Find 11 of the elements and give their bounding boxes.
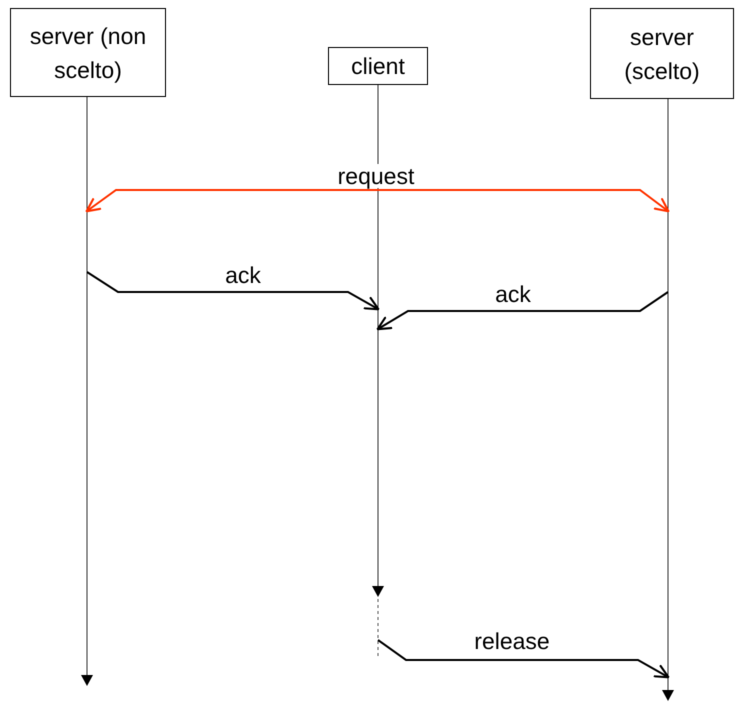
message-arrow bbox=[86, 271, 380, 310]
participant-label: client bbox=[351, 52, 405, 81]
message-arrow bbox=[85, 189, 378, 212]
participant-label: server (scelto) bbox=[623, 22, 701, 86]
message-arrow bbox=[376, 291, 669, 330]
participant-lifeline bbox=[590, 8, 734, 702]
message-arrow bbox=[378, 189, 670, 212]
message-arrow bbox=[377, 639, 670, 678]
participant-label: server (non scelto) bbox=[28, 22, 148, 85]
participant-lifeline bbox=[10, 8, 166, 687]
participant-lifeline bbox=[328, 47, 428, 658]
